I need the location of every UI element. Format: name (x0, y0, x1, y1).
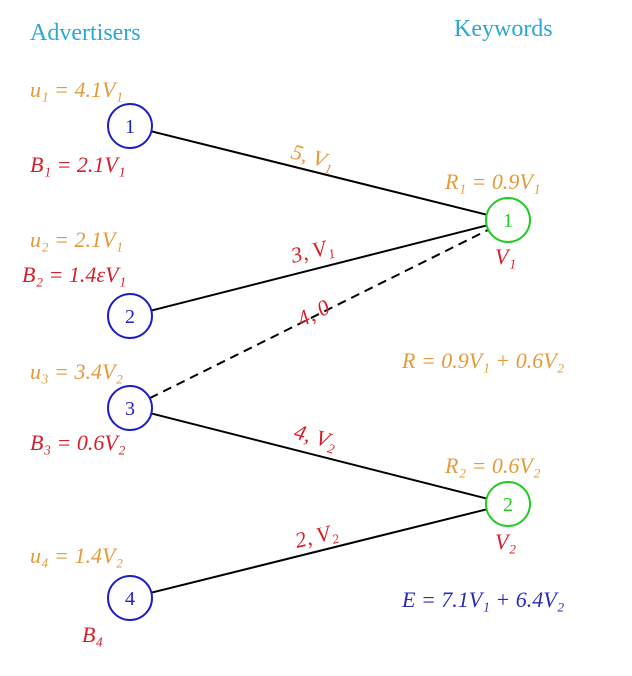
edge-a2-k1-label: 3, V₁ (287, 233, 336, 268)
keyword-node-1-label: 1 (503, 210, 513, 232)
advertiser-1-budget: B₁ = 2.1V₁ (30, 152, 126, 177)
edge-a3-k2-label: 4, V₂ (292, 419, 341, 455)
advertiser-node-4-label: 4 (125, 588, 135, 610)
advertiser-3-utility: u₃ = 3.4V₂ (30, 359, 123, 384)
advertiser-4-utility: u₄ = 1.4V₂ (30, 543, 123, 568)
edge-a1-k1 (151, 130, 487, 216)
advertiser-node-3 (107, 385, 153, 431)
advertiser-4-budget: B₄ (82, 622, 103, 647)
edge-a3-k2 (151, 412, 487, 500)
edge-labels: 5, V₁ 3, V₁ 4, 0 4, V₂ 2, V₂ (287, 139, 340, 553)
advertiser-utility-labels: u₁ = 4.1V₁ u₂ = 2.1V₁ u₃ = 3.4V₂ u₄ = 1.… (30, 77, 123, 568)
keyword-node-2 (485, 481, 531, 527)
advertiser-1-utility: u₁ = 4.1V₁ (30, 77, 123, 102)
keyword-node-2-label: 2 (503, 494, 513, 516)
keyword-2-revenue: R₂ = 0.6V₂ (444, 453, 541, 478)
edge-a3-k1-label: 4, 0 (293, 294, 334, 331)
advertiser-node-4 (107, 575, 153, 621)
edge-a3-k1-dashed (149, 228, 489, 400)
advertiser-node-3-label: 3 (125, 398, 135, 420)
keyword-node-1 (485, 197, 531, 243)
edge-a4-k2 (151, 508, 487, 594)
advertiser-node-1 (107, 103, 153, 149)
edge-a1-k1-label: 5, V₁ (289, 139, 337, 175)
keywords-header: Keywords (454, 16, 553, 42)
keyword-2-value: V₂ (495, 529, 516, 554)
keyword-1-revenue: R₁ = 0.9V₁ (444, 169, 541, 194)
edge-a2-k1 (151, 224, 487, 312)
advertiser-2-utility: u₂ = 2.1V₁ (30, 227, 123, 252)
total-revenue-equation: R = 0.9V₁ + 0.6V₂ (401, 348, 565, 373)
keyword-nodes: 1 2 (485, 197, 531, 527)
total-efficiency-equation: E = 7.1V₁ + 6.4V₂ (401, 587, 565, 612)
advertiser-budget-labels: B₁ = 2.1V₁ B₂ = 1.4εV₁ B₃ = 0.6V₂ B₄ (22, 152, 126, 647)
advertiser-node-1-label: 1 (125, 116, 135, 138)
advertiser-2-budget: B₂ = 1.4εV₁ (22, 262, 126, 287)
keyword-1-value: V₁ (495, 244, 516, 269)
advertisers-header: Advertisers (30, 20, 141, 46)
keyword-labels: R₁ = 0.9V₁ V₁ R₂ = 0.6V₂ V₂ (444, 169, 541, 554)
advertiser-3-budget: B₃ = 0.6V₂ (30, 430, 126, 455)
edges (149, 130, 489, 594)
advertiser-nodes: 1 2 3 4 (107, 103, 153, 621)
advertiser-node-2 (107, 293, 153, 339)
advertiser-node-2-label: 2 (125, 306, 135, 328)
